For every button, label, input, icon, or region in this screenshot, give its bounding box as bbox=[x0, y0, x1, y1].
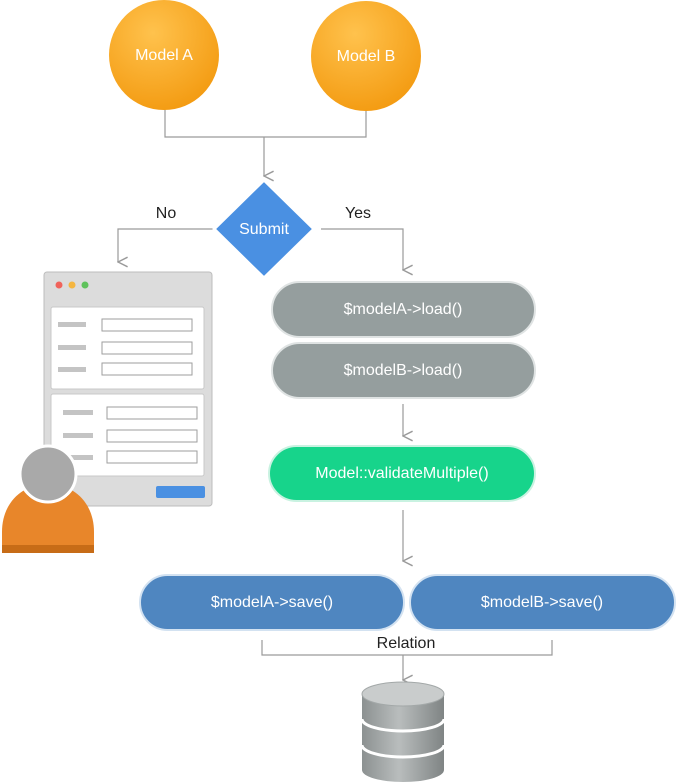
save-a-node: $modelA->save() bbox=[139, 574, 405, 631]
validate-label: Model::validateMultiple() bbox=[315, 465, 488, 482]
relation-label: Relation bbox=[377, 635, 436, 652]
load-a-node: $modelA->load() bbox=[271, 281, 536, 338]
load-b-label: $modelB->load() bbox=[344, 362, 463, 379]
model-b-node: Model B bbox=[311, 1, 421, 111]
model-b-label: Model B bbox=[337, 48, 396, 65]
connectors bbox=[118, 108, 553, 680]
submit-label: Submit bbox=[239, 221, 289, 238]
model-a-node: Model A bbox=[109, 0, 219, 110]
connector-yes bbox=[321, 228, 403, 270]
save-b-label: $modelB->save() bbox=[481, 594, 603, 611]
connector-no bbox=[118, 228, 214, 262]
connector-models-merge bbox=[164, 108, 367, 138]
load-b-node: $modelB->load() bbox=[271, 342, 536, 399]
save-a-label: $modelA->save() bbox=[211, 594, 333, 611]
save-b-node: $modelB->save() bbox=[409, 574, 676, 631]
no-edge-label: No bbox=[156, 205, 177, 222]
browser-form-window-icon bbox=[43, 271, 213, 507]
validate-node: Model::validateMultiple() bbox=[268, 445, 536, 502]
database-icon bbox=[360, 681, 446, 782]
yes-edge-label: Yes bbox=[345, 205, 371, 222]
relation-bracket bbox=[261, 640, 553, 656]
submit-decision-node: Submit bbox=[212, 178, 316, 280]
load-a-label: $modelA->load() bbox=[344, 301, 463, 318]
user-avatar-icon bbox=[2, 444, 94, 553]
model-a-label: Model A bbox=[135, 47, 193, 64]
